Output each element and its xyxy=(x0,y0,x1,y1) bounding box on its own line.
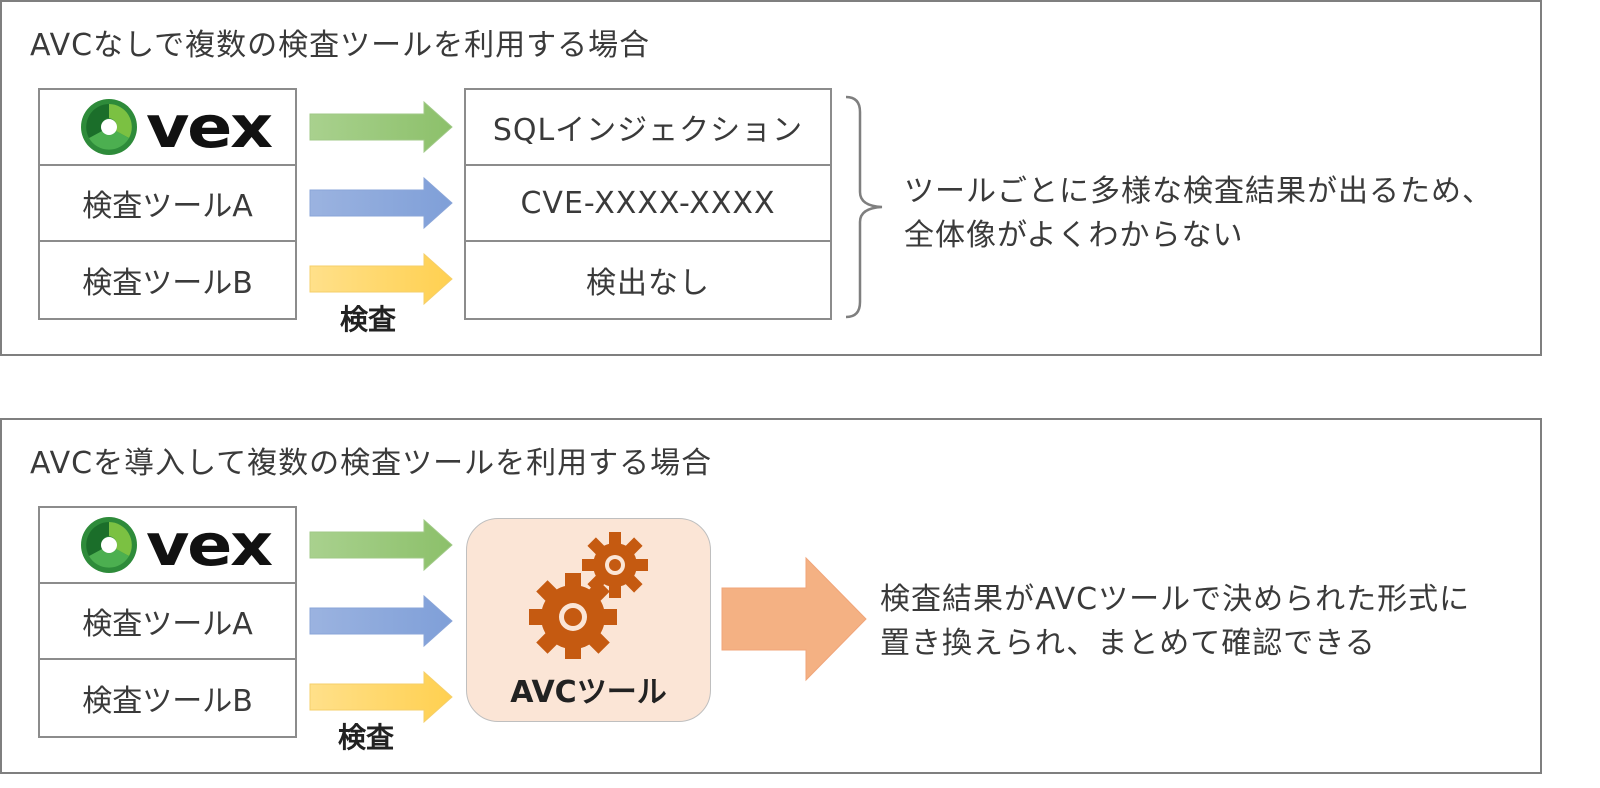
tool-row-vex: vex xyxy=(40,508,295,584)
bottom-tool-list: vex 検査ツールA 検査ツールB xyxy=(38,506,297,738)
top-panel-title: AVCなしで複数の検査ツールを利用する場合 xyxy=(30,28,651,63)
top-scan-label: 検査 xyxy=(340,303,397,336)
bottom-note-line-2: 置き換えられ、まとめて確認できる xyxy=(880,626,1376,661)
green-arrow-icon xyxy=(309,518,453,572)
vex-logo-icon: vex xyxy=(80,511,273,579)
tool-row-b: 検査ツールB xyxy=(82,684,253,719)
tool-row-vex: vex xyxy=(40,90,295,166)
top-result-list: SQLインジェクション CVE-XXXX-XXXX 検出なし xyxy=(464,88,832,320)
bottom-note-line-1: 検査結果がAVCツールで決められた形式に xyxy=(880,582,1471,617)
big-arrow-icon xyxy=(721,556,867,682)
top-note-line-1: ツールごとに多様な検査結果が出るため、 xyxy=(904,174,1493,209)
result-sql-injection: SQLインジェクション xyxy=(466,90,830,166)
yellow-arrow-icon xyxy=(309,252,453,306)
blue-arrow-icon xyxy=(309,594,453,648)
bottom-scan-label: 検査 xyxy=(338,721,395,754)
yellow-arrow-icon xyxy=(309,670,453,724)
top-tool-list: vex 検査ツールA 検査ツールB xyxy=(38,88,297,320)
brace-icon xyxy=(845,95,883,319)
top-note: ツールごとに多様な検査結果が出るため、 全体像がよくわからない xyxy=(904,170,1493,258)
bottom-note: 検査結果がAVCツールで決められた形式に 置き換えられ、まとめて確認できる xyxy=(880,578,1470,666)
green-arrow-icon xyxy=(309,100,453,154)
avc-tool-label: AVCツール xyxy=(510,675,667,710)
avc-tool-box: AVCツール xyxy=(466,518,711,722)
vex-logo-text: vex xyxy=(146,511,273,579)
tool-row-a: 検査ツールA xyxy=(40,166,295,242)
vex-logo-icon: vex xyxy=(80,93,273,161)
top-note-line-2: 全体像がよくわからない xyxy=(904,218,1244,253)
bottom-panel-title: AVCを導入して複数の検査ツールを利用する場合 xyxy=(30,446,713,481)
result-cve: CVE-XXXX-XXXX xyxy=(466,166,830,242)
top-panel: AVCなしで複数の検査ツールを利用する場合 xyxy=(0,0,1542,356)
tool-row-b: 検査ツールB xyxy=(82,266,253,301)
blue-arrow-icon xyxy=(309,176,453,230)
vex-logo-text: vex xyxy=(146,93,273,161)
result-not-found: 検出なし xyxy=(586,266,710,301)
gear-icon xyxy=(529,532,648,659)
tool-row-a: 検査ツールA xyxy=(40,584,295,660)
